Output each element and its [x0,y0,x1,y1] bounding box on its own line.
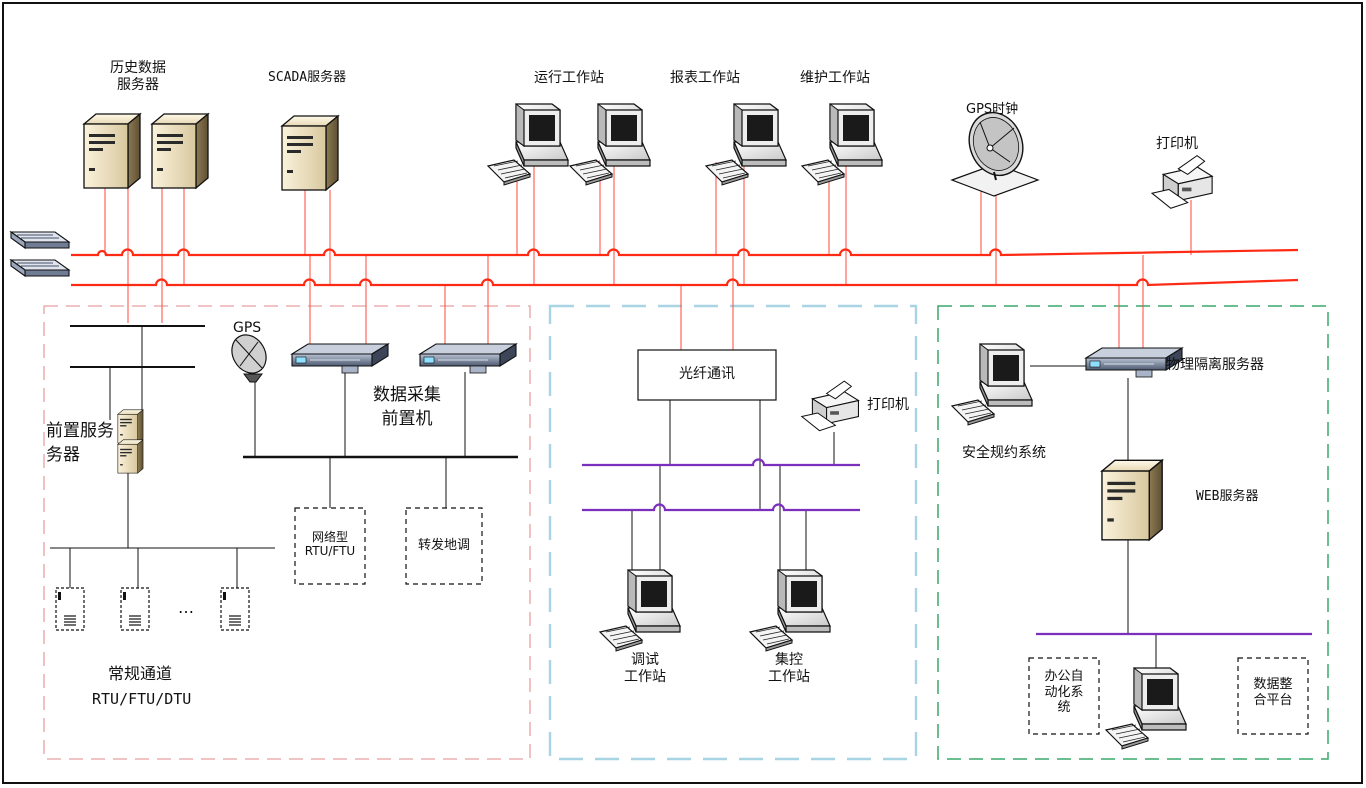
ops-workstation-icon-2 [569,103,651,186]
office-pc-icon [1105,667,1187,750]
acq-frontend-icon-2 [419,343,517,374]
gps-label: GPS [233,320,262,336]
history-server-label: 历史数据 服务器 [110,60,166,93]
maint-ws-label: 维护工作站 [800,70,870,86]
normal-channel-label: 常规通道 [108,664,173,683]
history-server-icon-2 [151,113,209,189]
zone-acquisition [43,305,531,760]
acq-frontend-icon-1 [291,343,389,374]
net-rtu-box [294,507,366,585]
purple-bus-b [582,503,860,512]
debug-ws-label: 调试 工作站 [624,652,666,685]
data-platform-label: 数据整 合平台 [1253,677,1293,708]
office-auto-box [1028,657,1100,735]
zone-business [937,305,1329,760]
rtu-terminal-icon-3 [220,587,250,631]
fiber-comm-label: 光纤通讯 [679,366,735,382]
gps-clock-label: GPS时钟 [966,102,1019,117]
history-server-icon-1 [83,113,141,189]
red-links [104,162,1192,356]
scada-server-label: SCADA服务器 [268,70,347,85]
printer-icon-top [1151,155,1213,209]
web-server-icon [1101,459,1163,541]
maint-workstation-icon [801,103,883,186]
printer-label-top: 打印机 [1156,136,1198,152]
rtu-terminal-icon-2 [120,587,150,631]
frontend-server-icon [117,409,144,474]
gps-antenna-icon [231,334,267,383]
security-protocol-label: 安全规约系统 [962,445,1046,461]
gps-clock-icon [951,108,1039,197]
ops-workstation-icon-1 [487,103,569,186]
acq-frontend-label: 数据采集 前置机 [373,385,441,429]
printer-label-mid: 打印机 [867,397,909,413]
switch-icon-a [10,231,70,249]
isolation-server-label: 物理隔离服务器 [1166,357,1264,373]
red-bus-b [71,278,1299,287]
frontend-server-label: 前置服务 务器 [46,421,114,465]
data-platform-box [1237,657,1309,735]
ops-ws-label: 运行工作站 [534,70,604,86]
web-server-label: WEB服务器 [1196,489,1259,504]
printer-icon-mid [801,380,860,432]
report-ws-label: 报表工作站 [670,70,740,86]
purple-bus-a [582,458,860,467]
debug-workstation-icon [599,569,681,652]
relay-dispatch-label: 转发地调 [417,538,470,553]
office-auto-label: 办公自 动化系 统 [1044,669,1084,716]
security-protocol-icon [951,343,1033,426]
central-ctrl-workstation-icon [749,569,831,652]
fiber-comm-box [637,349,777,401]
central-ctrl-ws-label: 集控 工作站 [768,652,810,685]
report-workstation-icon [705,103,787,186]
net-rtu-label: 网络型 RTU/FTU [304,530,356,559]
red-bus-a [71,248,1299,257]
ellipsis-label: … [178,598,194,617]
relay-dispatch-box [405,507,483,585]
left-zone-lines [50,325,518,590]
switch-icon-b [10,259,70,277]
rtu-types-label: RTU/FTU/DTU [92,690,192,708]
right-zone-lines [1030,365,1157,668]
scada-server-icon [281,115,339,191]
rtu-terminal-icon-1 [55,587,85,631]
